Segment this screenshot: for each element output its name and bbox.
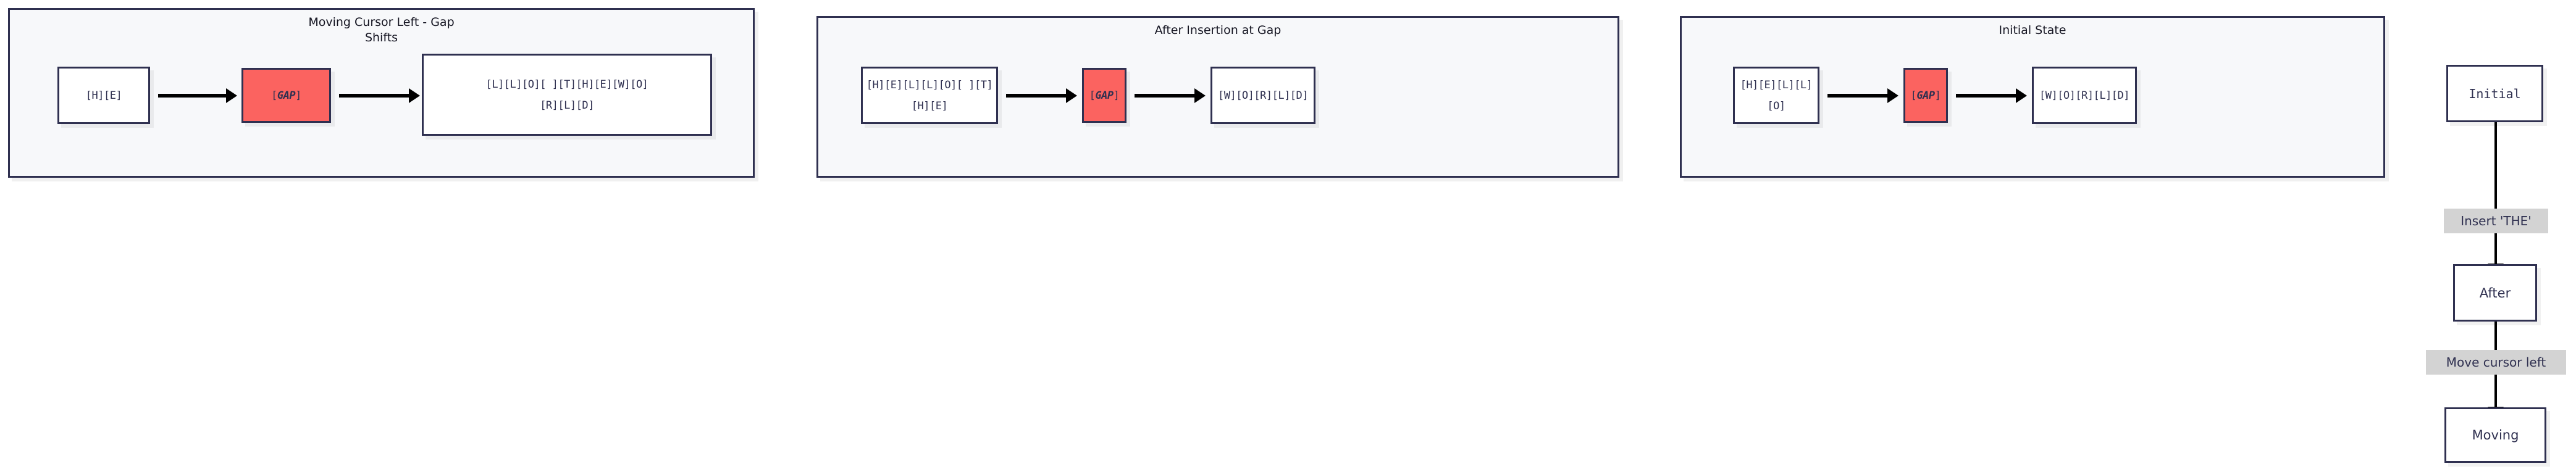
- flow-node-initial[interactable]: Initial: [2446, 65, 2543, 122]
- panel-after-insertion: After Insertion at Gap [H][E][L][L][O][ …: [816, 16, 1619, 178]
- gap-bracket-close: ]: [1113, 89, 1120, 102]
- panel-title-moving-cursor-left: Moving Cursor Left - Gap Shifts: [308, 15, 455, 44]
- node-gap-moving[interactable]: [GAP]: [241, 68, 331, 123]
- arrow-gap-to-right-moving: [339, 88, 420, 103]
- gap-bracket-close: ]: [1934, 89, 1941, 102]
- arrow-left-to-gap-initial: [1827, 88, 1898, 103]
- node-left-buffer-moving[interactable]: [H][E]: [57, 67, 150, 124]
- gap-label: GAP: [277, 89, 296, 102]
- flow-edge-label-insert-the: Insert 'THE': [2444, 209, 2548, 233]
- flow-edge-label-move-cursor-left: Move cursor left: [2426, 350, 2566, 375]
- gap-label: GAP: [1095, 89, 1114, 102]
- gap-label: GAP: [1916, 89, 1935, 102]
- node-left-buffer-after[interactable]: [H][E][L][L][O][ ][T][H][E]: [861, 67, 998, 124]
- node-right-buffer-moving[interactable]: [L][L][O][ ][T][H][E][W][O] [R][L][D]: [422, 54, 712, 136]
- panel-title-after-insertion: After Insertion at Gap: [1154, 23, 1282, 37]
- arrow-gap-to-right-initial: [1956, 88, 2027, 103]
- panel-initial-state: Initial State [H][E][L][L][O] [GAP] [W][…: [1680, 16, 2385, 178]
- node-right-buffer-initial[interactable]: [W][O][R][L][D]: [2032, 67, 2137, 124]
- node-right-buffer-after[interactable]: [W][O][R][L][D]: [1210, 67, 1315, 124]
- flow-node-moving[interactable]: Moving: [2444, 407, 2546, 463]
- gap-bracket-open: [: [1910, 89, 1917, 102]
- panel-title-initial-state: Initial State: [1999, 23, 2066, 37]
- flow-node-after[interactable]: After: [2453, 264, 2537, 322]
- node-left-buffer-initial[interactable]: [H][E][L][L][O]: [1733, 67, 1819, 124]
- gap-bracket-open: [: [271, 89, 277, 102]
- arrow-gap-to-right-after: [1135, 88, 1206, 103]
- panel-moving-cursor-left: Moving Cursor Left - Gap Shifts [H][E] […: [8, 8, 755, 178]
- gap-bracket-open: [: [1089, 89, 1096, 102]
- node-gap-after[interactable]: [GAP]: [1082, 68, 1126, 123]
- gap-bracket-close: ]: [295, 89, 301, 102]
- arrow-left-to-gap-moving: [158, 88, 237, 103]
- node-gap-initial[interactable]: [GAP]: [1903, 68, 1948, 123]
- flow-arrow-initial-to-after: [2488, 122, 2504, 275]
- arrow-left-to-gap-after: [1006, 88, 1077, 103]
